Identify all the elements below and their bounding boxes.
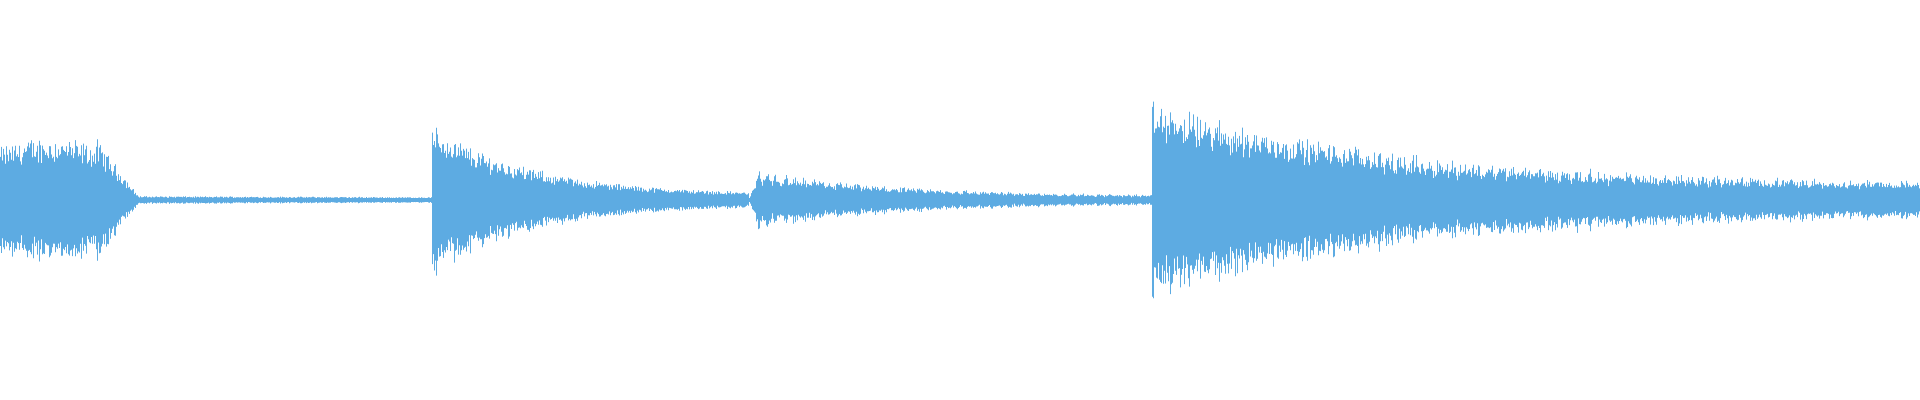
waveform-centerline-segment-1 <box>0 198 432 202</box>
waveform-segments <box>0 101 1920 299</box>
waveform-centerline-segment-2 <box>432 198 749 202</box>
waveform-centerline-segment-4 <box>1152 198 1920 202</box>
waveform-centerline-segment-3 <box>749 198 1152 202</box>
